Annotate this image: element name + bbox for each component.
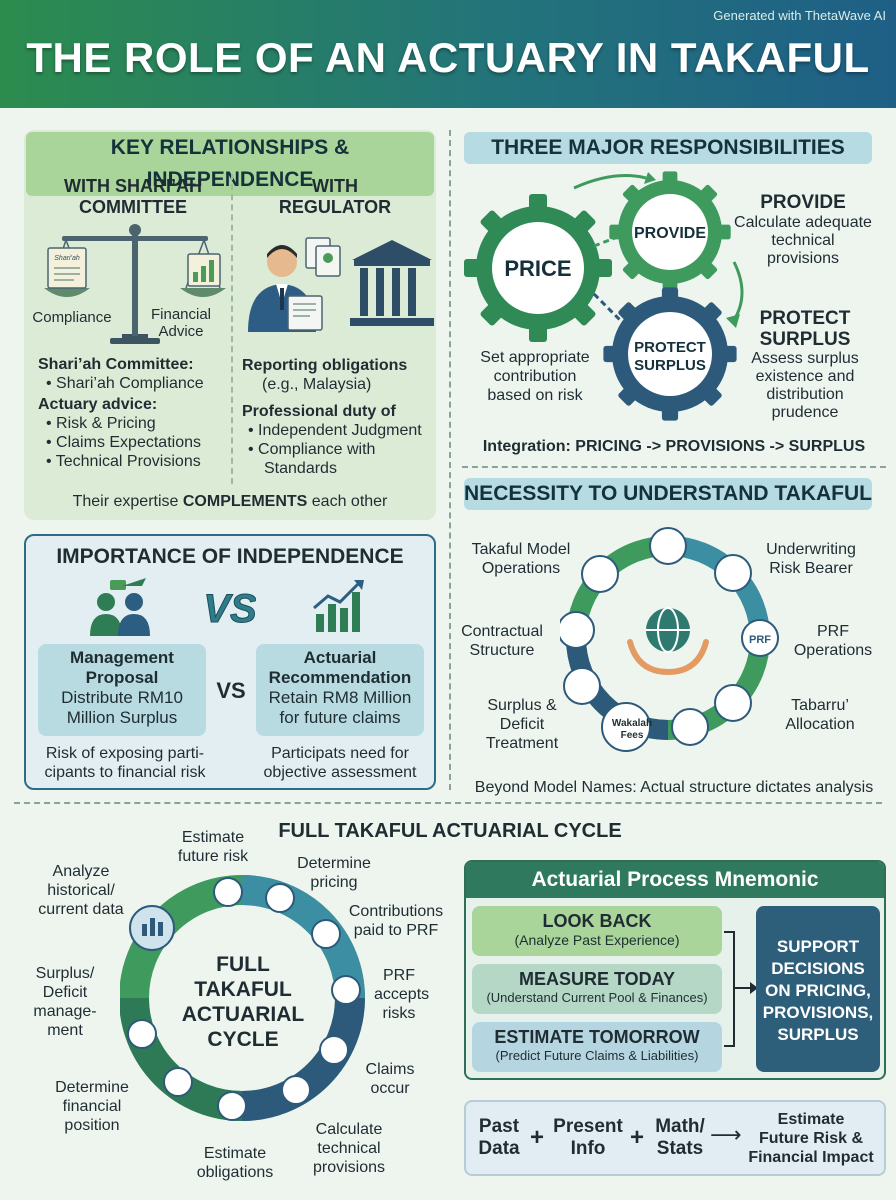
- gears-diagram: PRICE PROVIDE PROTECT SURPLUS: [464, 171, 744, 421]
- gear-protect-label-1: PROTECT: [634, 339, 706, 356]
- cycle-ring: [120, 875, 365, 1121]
- necessity-footer: Beyond Model Names: Actual structure dic…: [474, 779, 874, 796]
- actuarial-recommendation-text: Actuarial Recommendation Retain RM8 Mill…: [268, 648, 412, 727]
- gear-protect-label-2: SURPLUS: [634, 357, 706, 374]
- estimate-tomorrow-box: ESTIMATE TOMORROW (Predict Future Claims…: [472, 1022, 722, 1072]
- formula-panel: [464, 1100, 886, 1176]
- vs-graphic: VS: [204, 587, 256, 632]
- formula-plus-2: +: [629, 1124, 644, 1151]
- credit-text: Generated with ThetaWave AI: [713, 8, 886, 23]
- formula-arrow: ⟶: [710, 1122, 742, 1147]
- management-proposal-box: [38, 644, 206, 736]
- shariah-doc-label: Shari'ah: [54, 255, 80, 262]
- cycle-title: FULL TAKAFUL ACTUARIAL CYCLE: [278, 820, 622, 842]
- shariah-heading: WITH SHARI’AH COMMITTEE: [64, 176, 202, 217]
- key-relationships-title: KEY RELATIONSHIPS & INDEPENDENCE: [26, 132, 434, 196]
- vs-label: VS: [216, 678, 246, 703]
- header-banner: Generated with ThetaWave AI THE ROLE OF …: [0, 0, 896, 108]
- necessity-title: NECESSITY TO UNDERSTAND TAKAFUL: [464, 478, 872, 510]
- growth-chart-icon: [313, 580, 364, 632]
- gear-provide-label: PROVIDE: [634, 225, 706, 242]
- divider-right: [462, 466, 886, 468]
- integration-line: Integration: PRICING -> PROVISIONS -> SU…: [482, 438, 866, 455]
- independence-title: IMPORTANCE OF INDEPENDENCE: [56, 545, 404, 568]
- complements-note: Their expertise COMPLEMENTS each other: [72, 493, 388, 510]
- svg-text:VS: VS: [204, 587, 256, 631]
- management-risk-note: Risk of exposing parti- cipants to finan…: [44, 745, 206, 781]
- price-description: Set appropriate contribution based on ri…: [480, 349, 590, 404]
- regulator-block: Reporting obligations (e.g., Malaysia) P…: [242, 357, 422, 477]
- regulator-icon: [248, 237, 434, 332]
- scales-icon: Shari'ah: [44, 224, 226, 344]
- key-relationships-divider: [231, 174, 233, 484]
- measure-today-box: MEASURE TODAY (Understand Current Pool &…: [472, 964, 722, 1014]
- mnemonic-title: Actuarial Process Mnemonic: [466, 862, 884, 898]
- management-proposal-text: Management Proposal Distribute RM10 Mill…: [61, 648, 183, 727]
- actuarial-objective-note: Participats need for objective assessmen…: [263, 745, 417, 781]
- wakalah-fees-label: Wakalah Fees: [611, 718, 653, 741]
- protect-description: PROTECT SURPLUS Assess surplus existence…: [751, 308, 859, 421]
- look-back-box: LOOK BACK (Analyze Past Experience): [472, 906, 722, 956]
- regulator-heading: WITH REGULATOR: [278, 176, 392, 217]
- responsibilities-title: THREE MAJOR RESPONSIBILITIES: [464, 132, 872, 164]
- divider-vertical: [449, 130, 451, 790]
- page-title: THE ROLE OF AN ACTUARY IN TAKAFUL: [26, 34, 870, 81]
- gear-price-label: PRICE: [504, 256, 571, 281]
- provide-description: PROVIDE Calculate adequate technical pro…: [734, 192, 872, 267]
- actuarial-recommendation-box: [256, 644, 424, 736]
- management-people-icon: [90, 578, 150, 636]
- divider-horizontal: [14, 802, 882, 804]
- bracket-arrow-icon: [724, 931, 758, 1047]
- formula-math-stats: Math/Stats: [655, 1116, 705, 1159]
- formula-plus-1: +: [529, 1124, 544, 1151]
- necessity-ring: PRF: [560, 527, 779, 752]
- shariah-committee-block: Shari’ah Committee: • Shari’ah Complianc…: [38, 356, 204, 470]
- necessity-tabarru: Tabarru’Allocation: [785, 697, 855, 733]
- prf-icon-label: PRF: [749, 634, 771, 646]
- label-financial-advice: Financial Advice: [150, 306, 212, 340]
- label-compliance: Compliance: [32, 309, 112, 326]
